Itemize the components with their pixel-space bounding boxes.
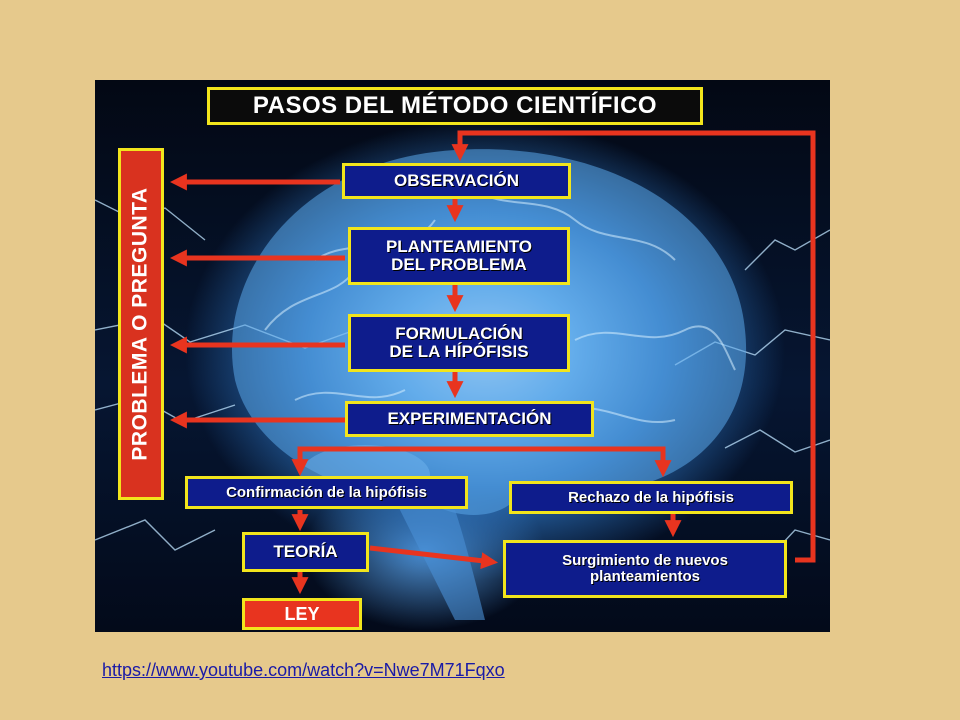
step-surgimiento: Surgimiento de nuevos planteamientos — [503, 540, 787, 598]
step-experimentacion: EXPERIMENTACIÓN — [345, 401, 594, 437]
method-diagram-panel: PASOS DEL MÉTODO CIENTÍFICO PROBLEMA O P… — [95, 80, 830, 632]
step-teoria: TEORÍA — [242, 532, 369, 572]
source-video-link[interactable]: https://www.youtube.com/watch?v=Nwe7M71F… — [102, 660, 505, 680]
step-confirmacion: Confirmación de la hipófisis — [185, 476, 468, 509]
step-observacion: OBSERVACIÓN — [342, 163, 571, 199]
diagram-title: PASOS DEL MÉTODO CIENTÍFICO — [207, 87, 703, 125]
step-planteamiento: PLANTEAMIENTO DEL PROBLEMA — [348, 227, 570, 285]
flow-arrows — [169, 130, 816, 595]
side-label: PROBLEMA O PREGUNTA — [129, 187, 153, 461]
side-label-box: PROBLEMA O PREGUNTA — [118, 148, 164, 500]
step-formulacion: FORMULACIÓN DE LA HÍPÓFISIS — [348, 314, 570, 372]
step-ley: LEY — [242, 598, 362, 630]
step-rechazo: Rechazo de la hipófisis — [509, 481, 793, 514]
